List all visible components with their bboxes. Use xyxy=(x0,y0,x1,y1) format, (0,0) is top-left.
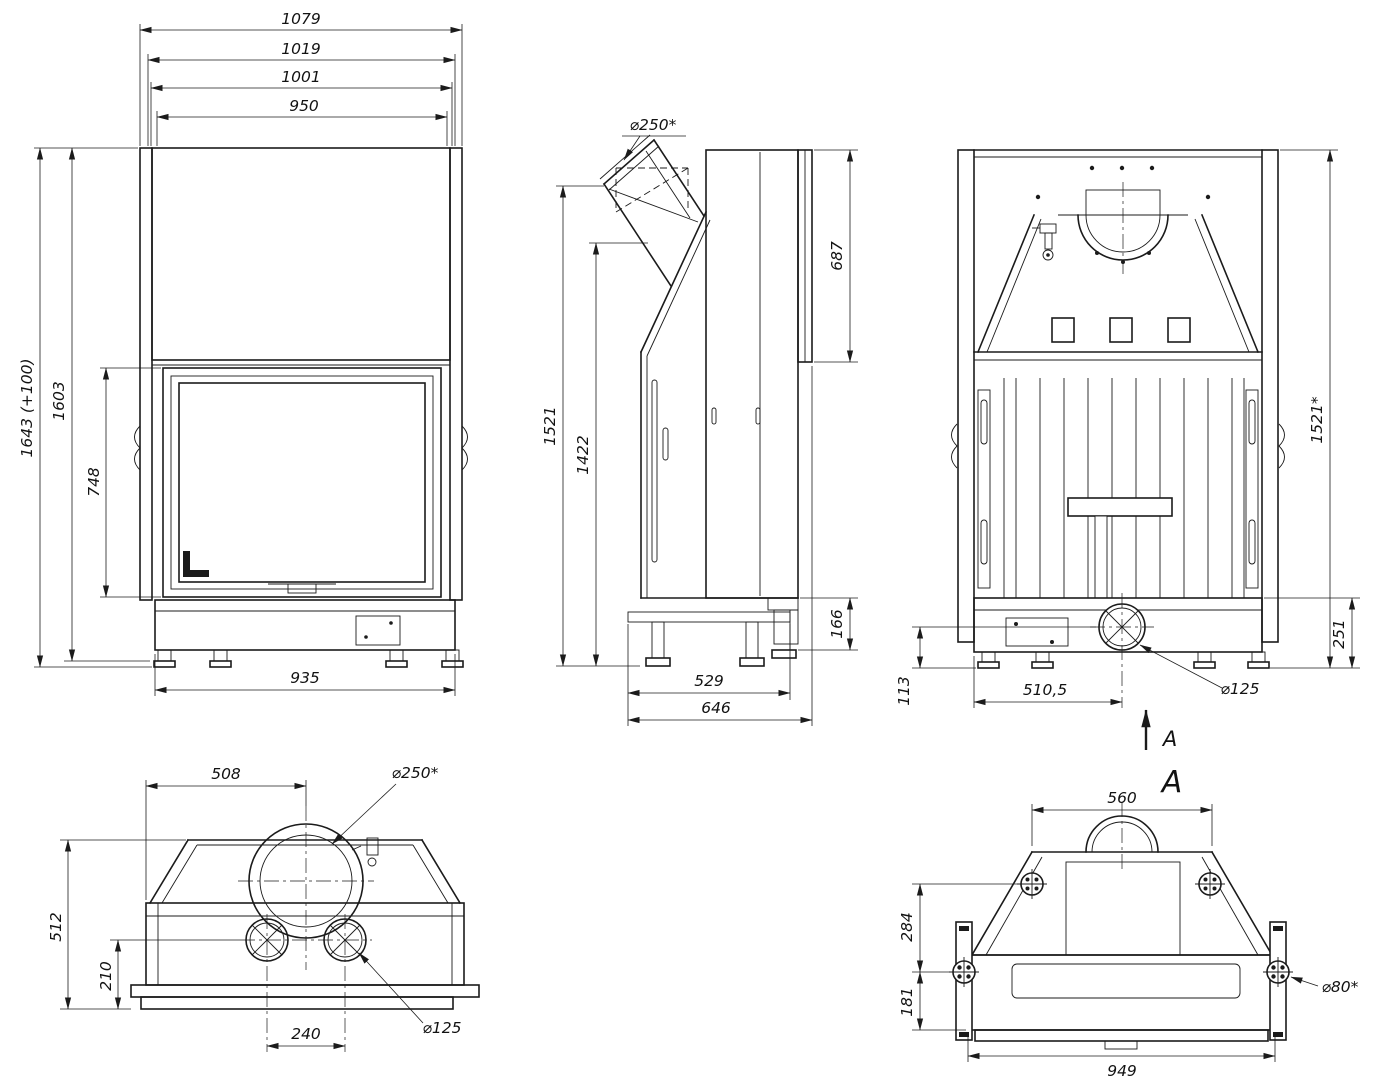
dim-outlet-spacing: 240 xyxy=(291,1025,321,1043)
right-hinge xyxy=(1278,423,1285,469)
dim-upper-height: 687 xyxy=(828,241,846,271)
dim-bottom-width: 949 xyxy=(1107,1062,1137,1080)
dim-overall-width: 1079 xyxy=(281,10,320,28)
dim-hole-diameter: ⌀80* xyxy=(1322,978,1359,996)
dim-total-height: 1521 xyxy=(541,406,559,445)
dim-base-width: 935 xyxy=(290,669,320,687)
vent-slot xyxy=(1109,317,1133,343)
convection-outlet-right xyxy=(323,914,367,1052)
top-view-dimensions: 508 ⌀250* 512 210 240 ⌀125 xyxy=(47,764,462,1050)
dim-overall-height: 1643 (+100) xyxy=(18,358,36,457)
door-frame xyxy=(162,367,442,598)
logo-mark xyxy=(183,551,209,577)
base-plinth xyxy=(154,599,456,651)
left-hinge xyxy=(951,423,958,469)
center-pipe xyxy=(1094,515,1108,599)
lower-bolt-right xyxy=(1263,957,1293,987)
dim-flue-diameter-top: ⌀250* xyxy=(392,764,439,782)
air-valve xyxy=(1032,223,1057,261)
dim-rear-height: 1521* xyxy=(1308,396,1326,443)
front-view: 1079 1019 1001 950 1643 (+100) 1603 748 … xyxy=(18,10,468,696)
flue-pipe xyxy=(599,134,706,288)
rear-feet xyxy=(977,651,1270,669)
dim-lower-height: 181 xyxy=(898,987,916,1017)
flue-collar xyxy=(1058,182,1188,274)
dome xyxy=(1085,815,1159,853)
left-hinge xyxy=(134,425,141,471)
dim-top-width: 560 xyxy=(1107,789,1137,807)
section-title: A xyxy=(1160,765,1183,800)
dim-flue-offset: 508 xyxy=(211,765,241,783)
dim-outlet-offset: 510,5 xyxy=(1023,681,1067,699)
dim-body-width: 1001 xyxy=(281,68,320,86)
dim-glass-height: 748 xyxy=(85,467,103,497)
cross-bar xyxy=(1067,497,1173,517)
top-view: 508 ⌀250* 512 210 240 ⌀125 xyxy=(47,764,480,1052)
dim-body-depth: 529 xyxy=(694,672,724,690)
side-view-dimensions: ⌀250* 687 1521 1422 166 xyxy=(541,116,858,726)
dim-front-depth: 210 xyxy=(97,961,115,991)
right-hinge xyxy=(461,425,468,471)
dim-height: 1603 xyxy=(50,381,68,420)
front-view-dimensions: 1079 1019 1001 950 1643 (+100) 1603 748 … xyxy=(18,10,463,696)
dim-outlet-diameter: ⌀125 xyxy=(1221,680,1260,698)
dim-outlet-height: 113 xyxy=(895,676,913,706)
vent-slot xyxy=(1167,317,1191,343)
valve-lever xyxy=(351,837,379,867)
dim-opening-width: 950 xyxy=(289,97,319,115)
dim-depth: 512 xyxy=(47,912,65,942)
section-view-body xyxy=(949,802,1293,1050)
dim-overall-depth: 646 xyxy=(701,699,731,717)
upper-bolt-left xyxy=(1017,869,1047,899)
section-view-dimensions: 560 284 181 ⌀80* 949 xyxy=(898,789,1359,1080)
upper-bolt-right xyxy=(1195,869,1225,899)
door-glass xyxy=(178,382,426,583)
dim-body-height: 1422 xyxy=(574,435,592,474)
outlet-circle xyxy=(1090,593,1154,708)
front-view-body xyxy=(134,147,468,668)
rear-view: 1521* 251 113 510,5 ⌀125 A xyxy=(895,149,1360,751)
front-feet xyxy=(153,649,464,668)
top-view-body xyxy=(130,806,480,1052)
door-handle-slot xyxy=(662,427,669,461)
rear-view-dimensions: 1521* 251 113 510,5 ⌀125 A xyxy=(895,149,1360,751)
side-view-body xyxy=(599,134,813,667)
dim-outlet-diameter-top: ⌀125 xyxy=(423,1019,462,1037)
convection-outlet-left xyxy=(245,914,289,1052)
dim-frame-width: 1019 xyxy=(281,40,320,58)
section-arrow-label: A xyxy=(1161,727,1177,751)
lower-bolt-left xyxy=(949,957,979,987)
section-view: A xyxy=(898,765,1359,1080)
flue-opening-circle xyxy=(238,806,374,970)
side-view: ⌀250* 687 1521 1422 166 xyxy=(541,116,858,726)
door-latch xyxy=(287,583,317,594)
dim-lower-height: 251 xyxy=(1330,619,1348,649)
dim-flue-diameter: ⌀250* xyxy=(630,116,677,134)
rib-panel xyxy=(1003,378,1245,598)
front-opening xyxy=(1011,963,1241,999)
vent-slot xyxy=(1051,317,1075,343)
dim-upper-height: 284 xyxy=(898,912,916,942)
rear-view-body xyxy=(951,149,1285,708)
dim-base-height: 166 xyxy=(828,609,846,639)
